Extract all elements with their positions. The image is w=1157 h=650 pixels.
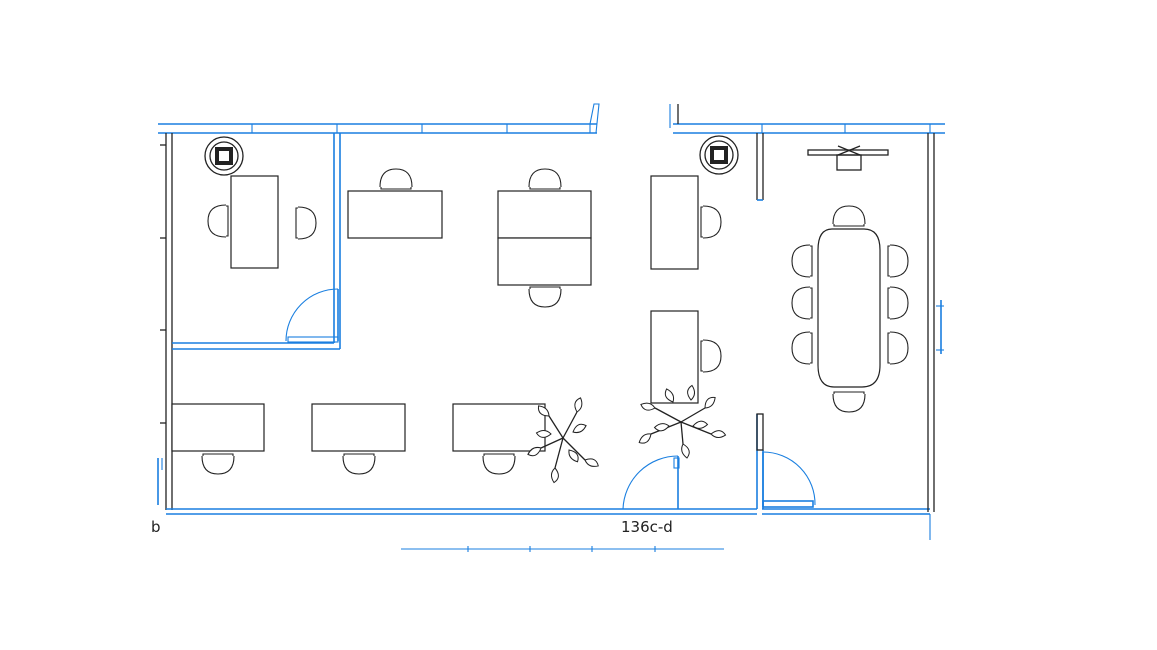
chair (201, 453, 235, 475)
conference-table (817, 228, 881, 388)
chair (528, 286, 562, 308)
door-small-office (285, 288, 339, 343)
chair (887, 244, 909, 278)
chair (207, 204, 229, 238)
desk (171, 403, 265, 452)
chair (700, 339, 722, 373)
presentation-screen (807, 145, 889, 171)
chair (791, 244, 813, 278)
chair (482, 453, 516, 475)
plant-right (636, 384, 727, 459)
desk (311, 403, 406, 452)
chair (832, 391, 866, 413)
chair (379, 168, 413, 190)
plant-left (526, 396, 601, 484)
chair (700, 205, 722, 239)
desk (497, 237, 592, 286)
desk (230, 175, 279, 269)
top-wall (158, 103, 945, 134)
meeting-room-partition (756, 133, 764, 509)
chair (791, 286, 813, 320)
chair (887, 331, 909, 365)
chair (295, 206, 317, 240)
column-left (204, 136, 244, 176)
door-main-entrance (622, 455, 680, 510)
door-meeting-room (762, 451, 816, 508)
desk (650, 175, 699, 270)
left-wall (157, 133, 173, 510)
desk (452, 403, 546, 452)
column-right (699, 135, 739, 175)
desk (497, 190, 592, 239)
chair (791, 331, 813, 365)
chair (528, 168, 562, 190)
chair (887, 286, 909, 320)
edge-label: b (151, 518, 161, 536)
desk (347, 190, 443, 239)
small-office-partition (172, 133, 341, 350)
room-label: 136c-d (621, 518, 673, 536)
bottom-wall (166, 508, 931, 552)
chair (832, 205, 866, 227)
right-wall (927, 133, 944, 512)
chair (342, 453, 376, 475)
